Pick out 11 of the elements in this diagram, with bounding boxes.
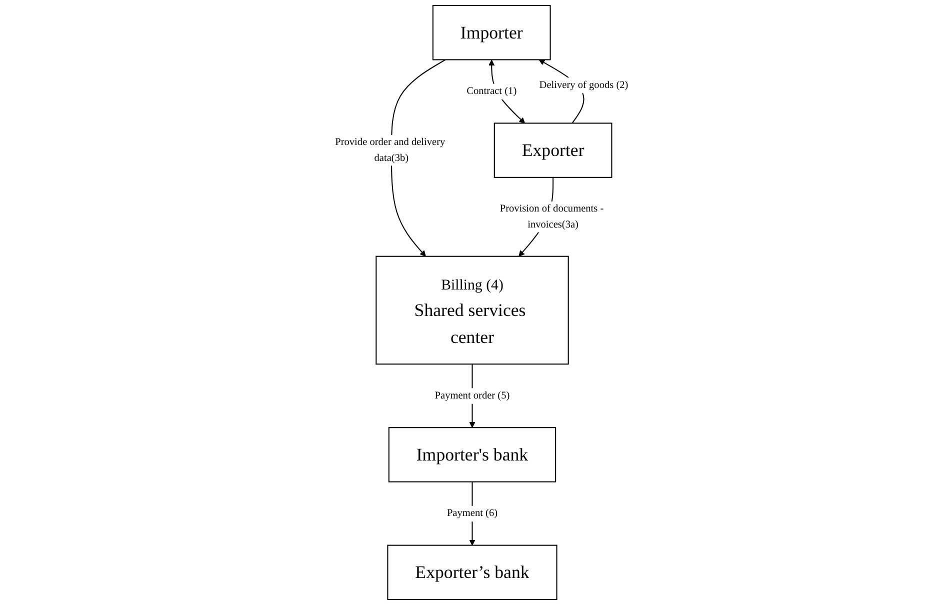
edge-label: Payment (6) xyxy=(446,508,498,519)
edge-label: Provide order and delivery data(3b) xyxy=(335,136,446,164)
edge-label: Delivery of goods (2) xyxy=(539,80,628,91)
node-box: Importer's bank xyxy=(388,427,556,482)
node-box: Exporter’s bank xyxy=(387,544,558,600)
node-box: Billing (4) Shared services center xyxy=(376,256,569,365)
node-box: Importer xyxy=(432,4,551,60)
edge-label: Provision of documents - invoices(3a) xyxy=(500,203,604,230)
edge-label: Payment order (5) xyxy=(434,390,510,402)
node-box: Exporter xyxy=(494,122,612,178)
edge-label: Contract (1) xyxy=(466,86,517,97)
